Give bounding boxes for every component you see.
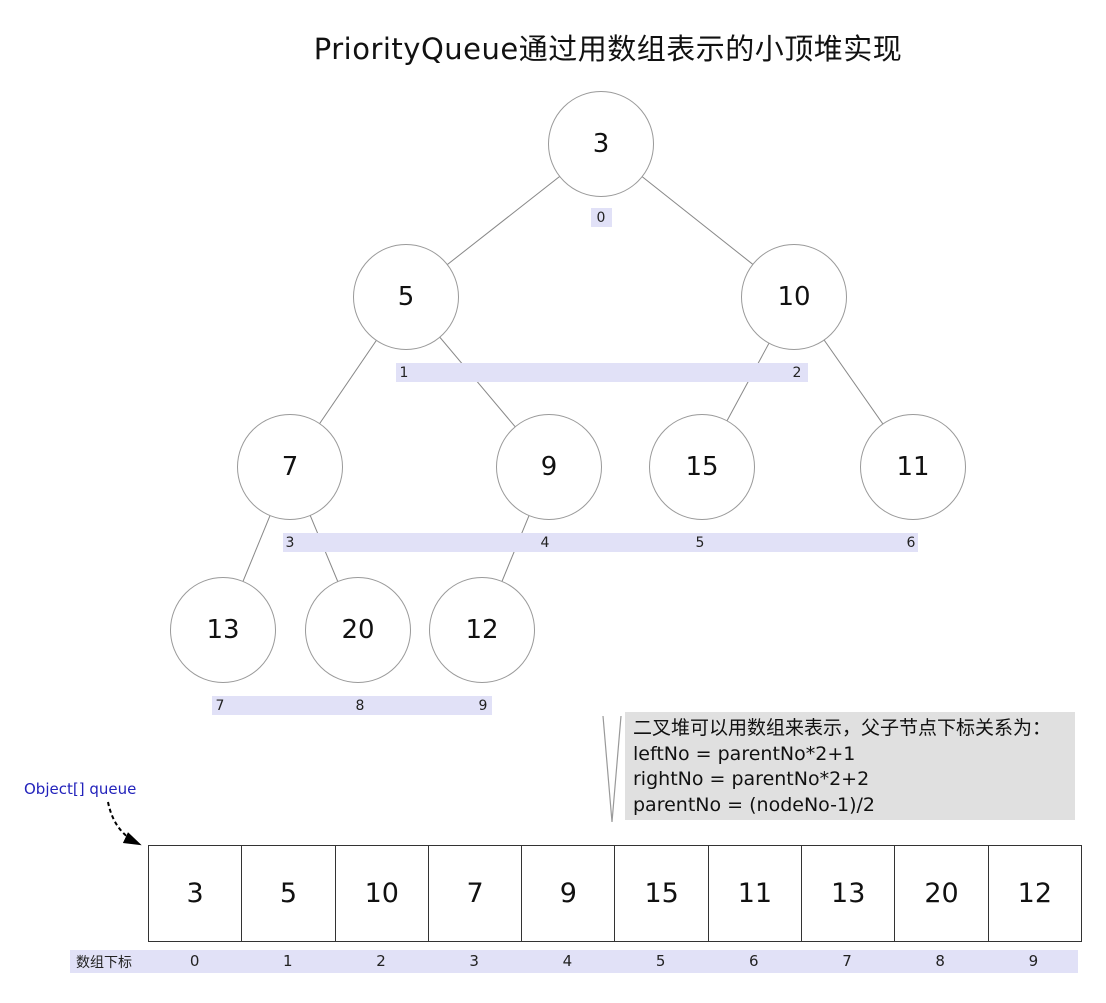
node-index-label: 5 [695,534,705,551]
tree-node-20: 20 [305,577,411,683]
array-index: 1 [283,952,293,970]
array-cell: 12 [987,846,1081,941]
node-index-label: 4 [540,534,550,551]
node-index-label: 8 [355,697,365,714]
array-index: 4 [562,952,573,970]
array-cell: 11 [707,846,801,941]
array-index: 9 [1028,952,1039,970]
node-index-label: 7 [215,697,225,714]
node-index-band [591,208,612,227]
array-index: 8 [935,952,945,970]
tree-edges [222,143,914,631]
tree-node-12: 12 [429,577,535,683]
node-index-label: 6 [906,534,916,551]
array-cell: 7 [427,846,521,941]
node-index-label: 2 [792,364,802,381]
array-cell: 10 [334,846,428,941]
tree-node-15: 15 [649,414,755,520]
pointer-arrow-icon [107,801,142,846]
node-index-band [212,696,492,715]
array-cell: 3 [186,878,204,909]
array-index-band: 数组下标 [70,950,1078,973]
array-index: 0 [189,952,200,970]
down-arrow-icon [602,715,622,823]
node-index-label: 3 [285,534,295,551]
array-index: 2 [376,952,386,970]
info-line: rightNo = parentNo*2+2 [633,768,870,790]
tree-node-5: 5 [353,244,459,350]
tree-node-7: 7 [237,414,343,520]
info-box: 二叉堆可以用数组来表示，父子节点下标关系为： leftNo = parentNo*… [625,712,1075,820]
tree-node-10: 10 [741,244,847,350]
info-line: leftNo = parentNo*2+1 [633,742,856,765]
queue-pointer-label: Object[] queue [24,780,137,798]
node-index-label: 9 [478,697,488,714]
array-cell: 13 [801,846,894,941]
node-index-band [396,363,808,382]
tree-node-3: 3 [548,91,654,197]
array-cell: 15 [614,846,707,941]
array-cell: 9 [521,846,614,941]
node-index-band [283,533,918,552]
page-title: PriorityQueue通过用数组表示的小顶堆实现 [313,32,903,66]
info-line: 二叉堆可以用数组来表示，父子节点下标关系为： [633,717,1052,739]
array-cell: 5 [241,846,334,941]
node-index-label: 1 [399,364,409,381]
array-index-row-label: 数组下标 [76,954,132,971]
array-index: 6 [749,952,759,970]
array-index: 7 [842,952,852,970]
node-index-label: 0 [596,209,606,226]
tree-node-9: 9 [496,414,602,520]
info-line: parentNo = (nodeNo-1)/2 [633,793,875,816]
array-index: 3 [469,952,479,970]
array-cell: 20 [894,846,987,941]
tree-node-11: 11 [860,414,966,520]
tree-node-13: 13 [170,577,276,683]
array-index: 5 [655,952,666,970]
